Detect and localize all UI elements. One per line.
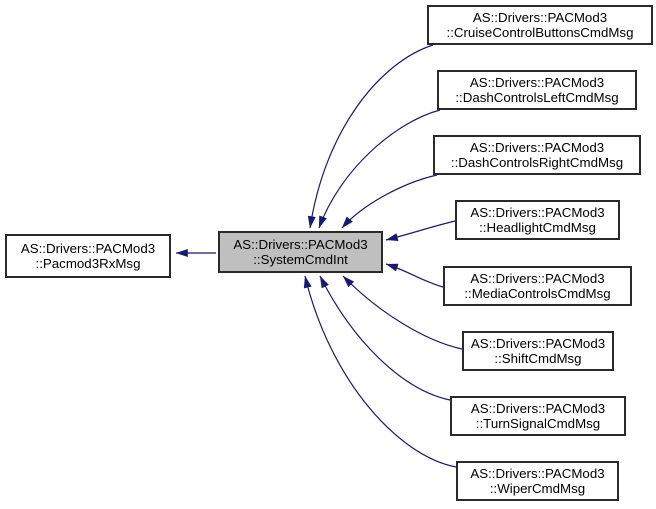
node-label-line2: ::HeadlightCmdMsg (479, 220, 596, 235)
node-turnsignalcmdmsg[interactable]: AS::Drivers::PACMod3 ::TurnSignalCmdMsg (450, 396, 626, 436)
edge-turnsignalcmdmsg-to-systemcmdint (319, 275, 451, 401)
node-wipercmdmsg[interactable]: AS::Drivers::PACMod3 ::WiperCmdMsg (456, 461, 619, 501)
node-label-line1: AS::Drivers::PACMod3 (470, 401, 606, 416)
node-label-line2: ::DashControlsLeftCmdMsg (455, 90, 619, 105)
node-label-line1: AS::Drivers::PACMod3 (469, 75, 605, 90)
node-label-line2: ::DashControlsRightCmdMsg (450, 155, 624, 170)
edge-cruisecontrolbuttonscmdmsg-to-systemcmdint (307, 44, 434, 229)
node-label-line1: AS::Drivers::PACMod3 (470, 205, 605, 220)
node-dashcontrolsleftcmdmsg[interactable]: AS::Drivers::PACMod3 ::DashControlsLeftC… (437, 70, 637, 110)
node-headlightcmdmsg[interactable]: AS::Drivers::PACMod3 ::HeadlightCmdMsg (455, 200, 620, 240)
edge-wipercmdmsg-to-systemcmdint (303, 275, 457, 468)
edge-headlightcmdmsg-to-systemcmdint (385, 220, 456, 242)
node-cruisecontrolbuttonscmdmsg[interactable]: AS::Drivers::PACMod3 ::CruiseControlButt… (427, 5, 653, 45)
node-label-line1: AS::Drivers::PACMod3 (469, 140, 605, 155)
node-label-line2: ::CruiseControlButtonsCmdMsg (446, 25, 634, 40)
node-pacmod3rxmsg[interactable]: AS::Drivers::PACMod3 ::Pacmod3RxMsg (5, 234, 171, 278)
node-label-line1: AS::Drivers::PACMod3 (470, 336, 606, 351)
node-label-line2: ::SystemCmdInt (253, 252, 348, 267)
edge-dashcontrolsrightcmdmsg-to-systemcmdint (341, 174, 438, 229)
node-shiftcmdmsg[interactable]: AS::Drivers::PACMod3 ::ShiftCmdMsg (462, 331, 614, 371)
node-label-line1: AS::Drivers::PACMod3 (472, 10, 608, 25)
node-label-line2: ::ShiftCmdMsg (494, 351, 582, 366)
node-label-line2: ::WiperCmdMsg (489, 481, 586, 496)
node-label-line1: AS::Drivers::PACMod3 (470, 271, 605, 286)
edge-mediacontrolscmdmsg-to-systemcmdint (385, 263, 444, 288)
node-systemcmdint[interactable]: AS::Drivers::PACMod3 ::SystemCmdInt (218, 231, 383, 273)
node-dashcontrolsrightcmdmsg[interactable]: AS::Drivers::PACMod3 ::DashControlsRight… (433, 135, 641, 175)
node-label-line1: AS::Drivers::PACMod3 (20, 241, 156, 256)
node-label-line2: ::Pacmod3RxMsg (35, 256, 141, 271)
node-label-line1: AS::Drivers::PACMod3 (233, 237, 368, 252)
node-mediacontrolscmdmsg[interactable]: AS::Drivers::PACMod3 ::MediaControlsCmdM… (443, 266, 632, 306)
node-label-line1: AS::Drivers::PACMod3 (470, 466, 605, 481)
edge-shiftcmdmsg-to-systemcmdint (342, 275, 463, 350)
node-label-line2: ::TurnSignalCmdMsg (475, 416, 601, 431)
node-label-line2: ::MediaControlsCmdMsg (464, 286, 611, 301)
edge-dashcontrolsleftcmdmsg-to-systemcmdint (318, 109, 441, 229)
